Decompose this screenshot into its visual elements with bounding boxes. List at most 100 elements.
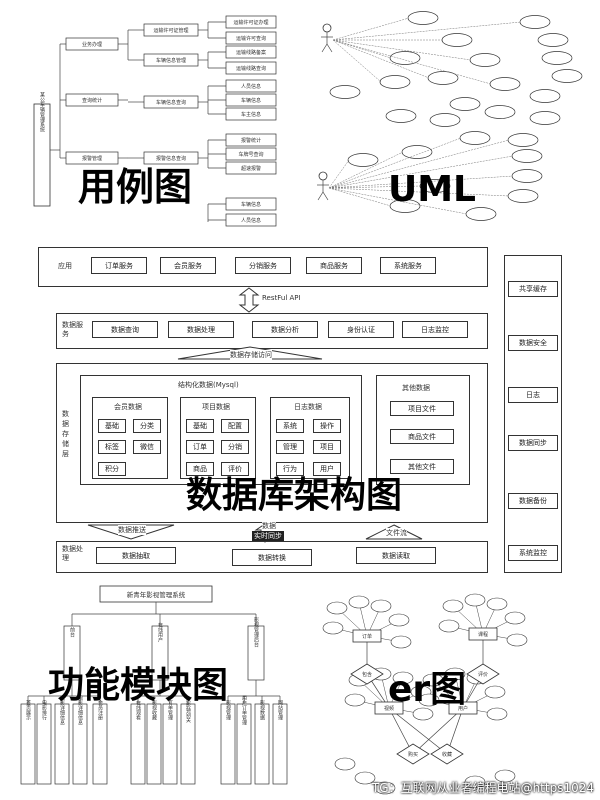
attribute-ellipse (438, 619, 460, 633)
leaf-label: 电影详细信息 (77, 694, 83, 725)
association-line (328, 187, 392, 207)
entity-box (448, 701, 478, 715)
use-case-diagram-panel: 某公车辆管理系统业务办理查询统计报警管理运输许可证管理车辆信息管理车辆信息查询报… (0, 0, 300, 237)
leaf-node (130, 703, 146, 785)
level3-label: 人员信息 (241, 217, 261, 224)
relationship-diamond (430, 743, 464, 765)
use-case-ellipse (529, 111, 561, 125)
leaf-node (146, 703, 162, 785)
association-line (328, 187, 510, 197)
leaf-node (72, 703, 88, 785)
er-diagram-panel: 订单课程视频用户包含评价购买收藏 (305, 578, 600, 800)
attribute-ellipse (392, 671, 414, 685)
app-service-distribution: 分销服务 (235, 257, 291, 274)
level3-label: 报警统计 (241, 137, 261, 144)
level3-node (225, 213, 277, 227)
use-case-ellipse (329, 85, 361, 99)
connector-line (412, 707, 464, 755)
processing-transform: 数据转换 (232, 549, 312, 566)
use-case-ellipse (459, 131, 491, 145)
level3-label: 运输线路备案 (236, 49, 266, 56)
app-service-order: 订单服务 (91, 257, 147, 274)
use-case-ellipse (441, 33, 473, 47)
use-case-ellipse (429, 113, 461, 127)
er-title: er图 (388, 669, 467, 710)
use-case-ellipse (511, 149, 543, 163)
function-module-panel: 新青年影视管理系统前台在线用户影视管理后台首页展示电影排行电影详细信息电影详细信… (0, 578, 300, 800)
data-service-frame (56, 313, 488, 349)
data-push-label: 数据推送 (118, 525, 146, 535)
leaf-node (180, 703, 196, 785)
use-case-ellipse (389, 51, 421, 65)
entity-box (468, 627, 498, 641)
leaf-label: 影影特别关 (185, 697, 191, 724)
leaf-label: 订单管理 (167, 699, 173, 720)
connector-line (317, 191, 324, 201)
log-data-title: 日志数据 (294, 403, 322, 411)
entity-label: 视频 (384, 705, 394, 712)
member-data-title: 会员数据 (114, 403, 142, 411)
app-service-system: 系统服务 (380, 257, 436, 274)
other-data-frame (376, 375, 470, 485)
member-item-basic: 基础 (98, 419, 126, 433)
project-item-basic: 基础 (186, 419, 214, 433)
log-item-admin: 管理 (276, 440, 304, 454)
project-item-config: 配置 (221, 419, 249, 433)
use-case-ellipse (537, 33, 569, 47)
processing-layer-label: 数据处理 (62, 545, 83, 562)
attribute-ellipse (464, 775, 486, 789)
right-column-frame (504, 255, 562, 573)
entity-label: 订单 (362, 633, 372, 640)
leaf-label: 影视管理 (225, 699, 231, 720)
association-line (332, 21, 522, 41)
project-item-product: 商品 (186, 462, 214, 476)
branch-label: 影视管理后台 (253, 616, 259, 648)
processing-layer-frame (56, 541, 488, 573)
member-item-tag: 标签 (98, 440, 126, 454)
leaf-node (236, 703, 252, 785)
level1-label: 业务办理 (82, 41, 102, 48)
log-item-project: 项目 (313, 440, 341, 454)
right-item-system-monitor: 系统监控 (508, 545, 558, 561)
realtime-sync-label: 实时同步 (252, 531, 284, 541)
level3-node (225, 61, 277, 75)
entity-label: 课程 (478, 631, 488, 638)
association-line (332, 39, 492, 85)
level3-node (225, 133, 277, 147)
association-line (328, 139, 510, 189)
level3-label: 超速报警 (241, 165, 261, 172)
association-line (332, 17, 410, 41)
function-module-title: 功能模块图 (48, 665, 229, 706)
use-case-ellipse (449, 97, 481, 111)
use-case-ellipse (507, 133, 539, 147)
level3-node (225, 107, 277, 121)
connector-line (388, 707, 448, 755)
root-node (33, 103, 51, 207)
attribute-ellipse (484, 685, 506, 699)
leaf-label: 用户订单管理 (241, 695, 247, 725)
data-service-label: 数据服务 (62, 321, 83, 338)
level3-node (225, 15, 277, 29)
leaf-node (220, 703, 236, 785)
uml-title: UML (388, 169, 476, 210)
association-line (332, 39, 382, 83)
attribute-ellipse (486, 597, 508, 611)
relationship-diamond (466, 663, 500, 685)
association-line (328, 155, 514, 189)
api-label: RestFul API (262, 294, 301, 302)
relationship-label: 收藏 (442, 751, 452, 758)
project-item-distribution: 分销 (221, 440, 249, 454)
attribute-ellipse (334, 757, 356, 771)
leaf-label: 影视数据 (259, 699, 265, 721)
attribute-ellipse (418, 693, 440, 707)
use-case-ellipse (489, 77, 521, 91)
leaf-node (20, 703, 36, 785)
data-service-processing: 数据处理 (168, 321, 234, 338)
level3-label: 运输许可证办理 (233, 19, 268, 26)
use-case-ellipse (551, 69, 583, 83)
processing-read: 数据读取 (356, 547, 436, 564)
association-line (328, 185, 422, 189)
attribute-ellipse (422, 673, 444, 687)
leaf-node (162, 703, 178, 785)
right-item-data-security: 数据安全 (508, 335, 558, 351)
